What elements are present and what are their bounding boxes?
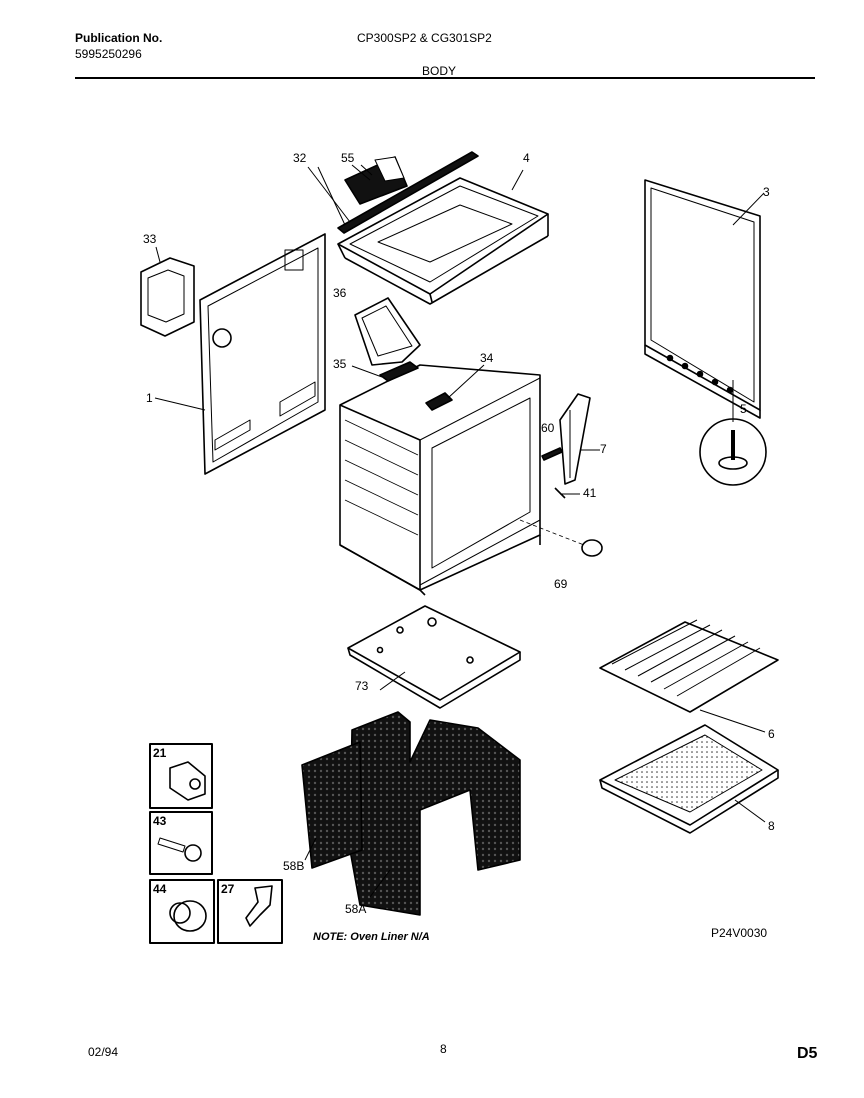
label-7: 7 (600, 442, 607, 456)
part-60 (541, 447, 563, 461)
label-60: 60 (541, 421, 555, 435)
oven-liner-note: NOTE: Oven Liner N/A (313, 931, 430, 943)
hardware-box-43 (149, 811, 213, 875)
strip-part-35 (351, 361, 419, 382)
hardware-box-21 (149, 743, 213, 809)
insulation-part-58B (301, 741, 363, 869)
label-58A: 58A (345, 902, 367, 916)
section-title: BODY (422, 64, 457, 78)
footer-page-number: 8 (440, 1042, 447, 1056)
label-8: 8 (768, 819, 775, 833)
duct-part-36 (354, 297, 421, 366)
label-44: 44 (153, 882, 167, 896)
pin-part-41 (554, 487, 580, 499)
label-32: 32 (293, 151, 307, 165)
label-35: 35 (333, 357, 347, 371)
trim-strip-part-32 (307, 151, 479, 234)
label-6: 6 (768, 727, 775, 741)
insulation-part-58A (349, 711, 521, 916)
back-panel-part-1 (154, 233, 326, 475)
part-34 (425, 364, 485, 411)
footer-section-code: D5 (797, 1045, 818, 1062)
label-73: 73 (355, 679, 369, 693)
hinge-part-7 (559, 393, 600, 485)
label-33: 33 (143, 232, 157, 246)
label-21: 21 (153, 746, 167, 760)
label-4: 4 (523, 151, 530, 165)
bracket-part-55 (344, 156, 408, 205)
plug-part-69 (519, 519, 603, 557)
hardware-box-44 (149, 879, 215, 944)
hardware-box-27 (217, 879, 283, 944)
label-1: 1 (146, 391, 153, 405)
label-69: 69 (554, 577, 568, 591)
label-27: 27 (221, 882, 235, 896)
label-3: 3 (763, 185, 770, 199)
label-34: 34 (480, 351, 494, 365)
broiler-pan-part-8 (599, 724, 779, 834)
leveling-leg-part-5 (699, 418, 767, 486)
bottom-panel-part-73 (347, 605, 521, 709)
label-41: 41 (583, 486, 597, 500)
box-part-33 (140, 246, 195, 337)
label-58B: 58B (283, 859, 305, 873)
header-rule (75, 77, 815, 79)
label-43: 43 (153, 814, 167, 828)
label-36: 36 (333, 286, 347, 300)
footer-date: 02/94 (88, 1045, 119, 1059)
publication-label: Publication No. (75, 31, 163, 45)
oven-body (339, 364, 541, 596)
publication-number: 5995250296 (75, 47, 142, 61)
label-55: 55 (341, 151, 355, 165)
oven-rack-part-6 (599, 619, 779, 733)
diagram-code: P24V0030 (711, 926, 768, 940)
side-panel-part-3 (644, 179, 765, 422)
leader-lines (317, 164, 373, 226)
label-5: 5 (740, 402, 747, 416)
top-frame-part-4 (337, 169, 549, 305)
model-title: CP300SP2 & CG301SP2 (357, 31, 492, 45)
